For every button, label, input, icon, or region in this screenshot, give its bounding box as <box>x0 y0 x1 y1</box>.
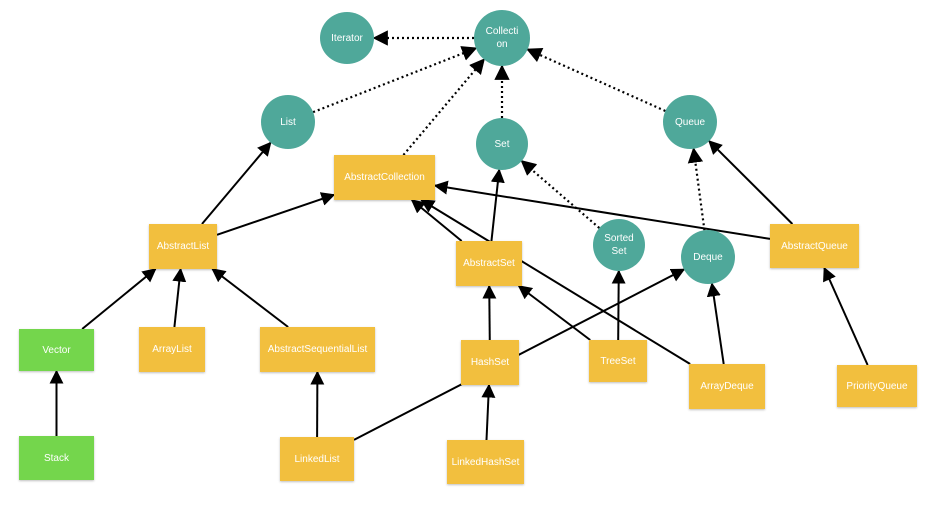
edge-abstract_collection-to-collection <box>402 58 485 156</box>
edge-array_deque-to-abstract_collection <box>420 199 691 365</box>
node-collection: Collecti on <box>474 10 530 66</box>
edge-array_list-to-abstract_list <box>172 267 187 328</box>
node-queue: Queue <box>663 95 717 149</box>
edge-queue-to-collection <box>526 48 666 112</box>
edge-hash_set-to-abstract_set <box>482 284 497 341</box>
edge-list-to-collection <box>312 46 478 114</box>
node-linked-hash-set: LinkedHashSet <box>447 440 524 484</box>
node-hash-set: HashSet <box>461 340 519 385</box>
edge-linked_hash_set-to-hash_set <box>481 383 496 441</box>
node-abstract-sequential-list: AbstractSequentialList <box>260 327 375 372</box>
edge-linked_list-to-deque <box>353 268 686 441</box>
node-list: List <box>261 95 315 149</box>
edge-sorted_set-to-set <box>520 159 601 229</box>
node-array-list: ArrayList <box>139 327 205 372</box>
node-abstract-set: AbstractSet <box>456 241 522 286</box>
edge-abstract_list-to-abstract_collection <box>216 192 336 236</box>
edge-tree_set-to-sorted_set <box>611 269 626 341</box>
edge-tree_set-to-abstract_set <box>517 285 591 341</box>
edge-priority_queue-to-abstract_queue <box>823 266 869 366</box>
node-abstract-collection: AbstractCollection <box>334 155 435 200</box>
node-linked-list: LinkedList <box>280 437 354 481</box>
edge-abstract_list-to-list <box>201 141 272 225</box>
edge-abstract_queue-to-queue <box>708 140 794 225</box>
node-iterator: Iterator <box>320 12 374 64</box>
edge-vector-to-abstract_list <box>81 268 157 330</box>
edge-array_deque-to-deque <box>706 282 725 365</box>
node-set: Set <box>476 118 528 170</box>
edge-abstract_sequential_list-to-abstract_list <box>211 268 289 328</box>
edge-abstract_set-to-set <box>490 168 505 242</box>
node-abstract-list: AbstractList <box>149 224 217 269</box>
node-sorted-set: Sorted Set <box>593 219 645 271</box>
edge-deque-to-queue <box>687 147 706 231</box>
node-tree-set: TreeSet <box>589 340 647 382</box>
node-array-deque: ArrayDeque <box>689 364 765 409</box>
node-stack: Stack <box>19 436 94 480</box>
edge-abstract_set-to-abstract_collection <box>410 199 463 242</box>
node-abstract-queue: AbstractQueue <box>770 224 859 268</box>
node-vector: Vector <box>19 329 94 371</box>
node-deque: Deque <box>681 230 735 284</box>
node-priority-queue: PriorityQueue <box>837 365 917 407</box>
